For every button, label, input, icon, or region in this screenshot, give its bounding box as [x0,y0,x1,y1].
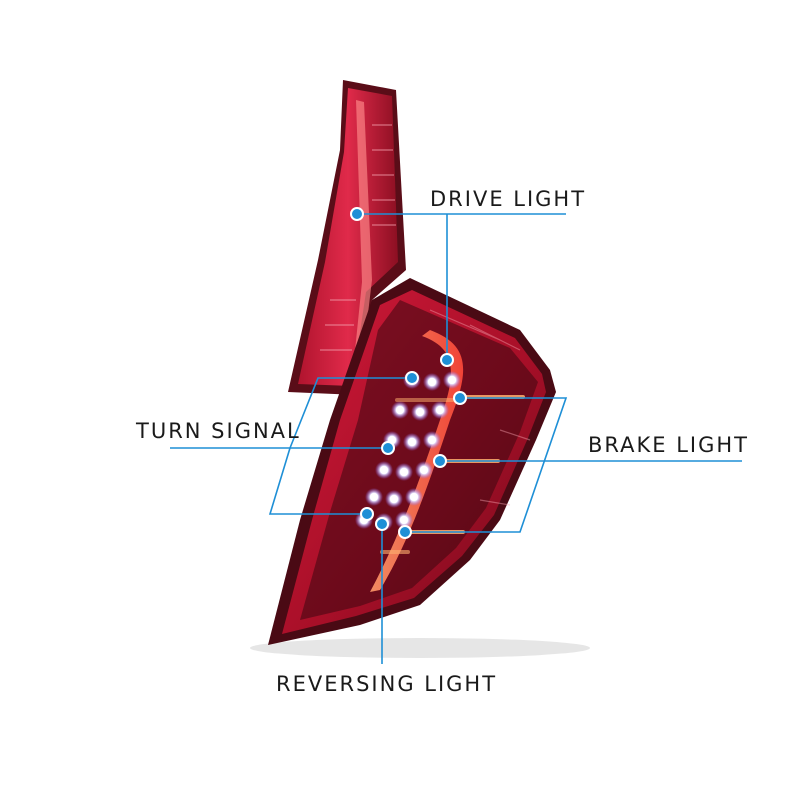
reversing-light-dot [375,517,389,531]
turn-signal-dot [405,371,419,385]
main-lamp-body [268,278,556,645]
reversing-light-label: REVERSING LIGHT [276,672,498,696]
turn-signal-dot [381,441,395,455]
drive-light-label: DRIVE LIGHT [430,187,587,211]
led-row [391,401,449,421]
brake-light-dot [453,391,467,405]
lamp-shadow [250,638,590,658]
upper-lamp-section [288,80,406,395]
callout-dots [350,207,467,539]
led-row [365,488,423,508]
led-row [375,461,433,481]
brake-light-dot [398,525,412,539]
turn-signal-label: TURN SIGNAL [136,419,301,443]
brake-light-dot [433,454,447,468]
turn-signal-callout-upper [170,377,412,449]
curved-light-bar [370,330,464,592]
drive-light-dot [440,353,454,367]
drive-light-dot [350,207,364,221]
brake-light-callout-frame [405,397,568,533]
brake-light-label: BRAKE LIGHT [588,433,750,457]
turn-signal-callout-lower [268,447,367,515]
turn-signal-dot [360,507,374,521]
callout-lines [170,213,742,664]
